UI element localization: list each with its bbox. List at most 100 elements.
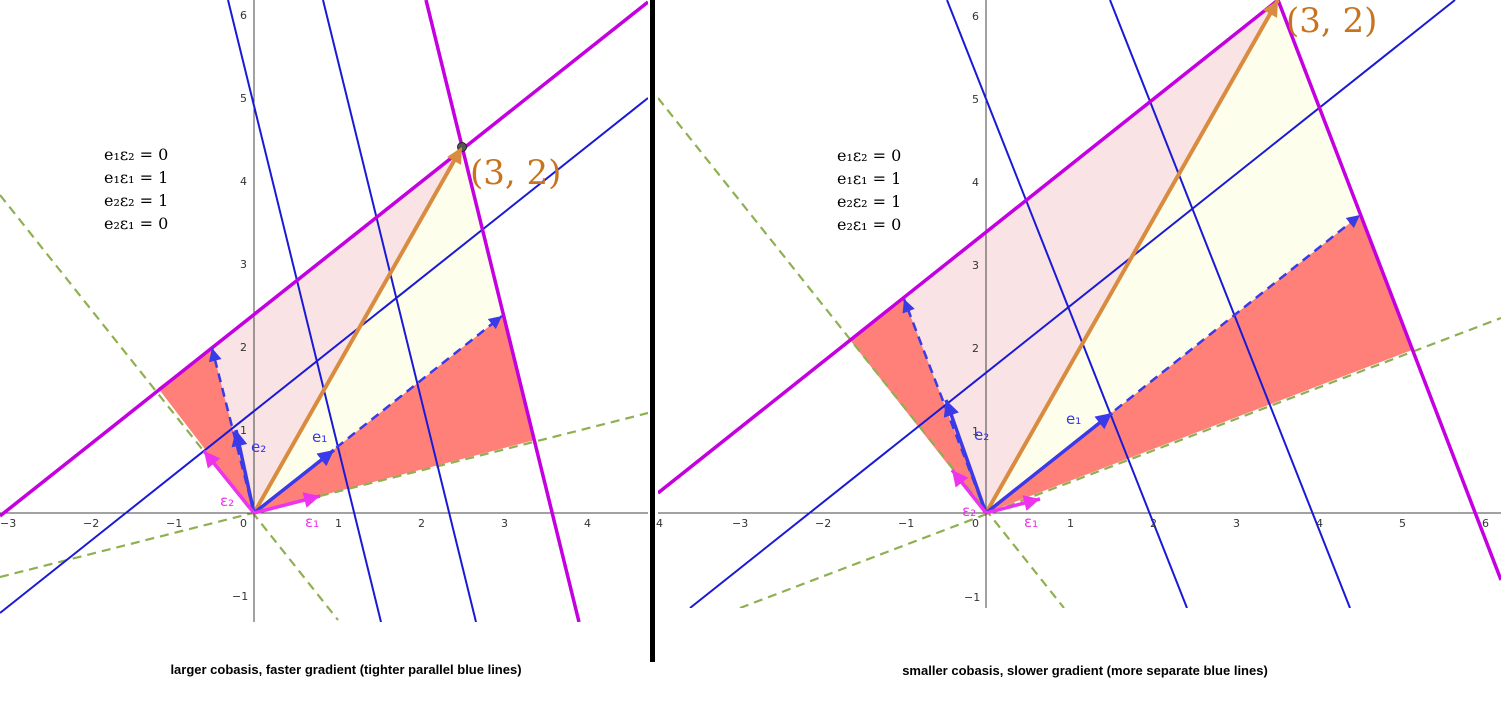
yellow-region	[986, 0, 1360, 513]
tick-label: 2	[240, 341, 247, 354]
panel-divider	[650, 0, 655, 662]
eps2-label: ε₂	[962, 502, 976, 520]
green-dashed-line	[0, 194, 339, 621]
right-caption: smaller cobasis, slower gradient (more s…	[902, 663, 1268, 678]
x-tick-labels: −3 −2 −1 0 1 2 3 4	[0, 517, 591, 530]
e2-dashed	[210, 347, 256, 514]
tick-label: 3	[501, 517, 508, 530]
relation-line: e₁ε₂ = 0	[837, 146, 901, 165]
arrowhead	[231, 430, 248, 448]
red-region-upper	[850, 299, 986, 513]
tick-label: 5	[972, 93, 979, 106]
tick-label: 2	[418, 517, 425, 530]
tick-label: 1	[335, 517, 342, 530]
relations-block: e₁ε₂ = 0 e₁ε₁ = 1 e₂ε₂ = 1 e₂ε₁ = 0	[837, 146, 901, 234]
arrowhead	[1094, 413, 1112, 430]
blue-level-line	[227, 0, 382, 622]
blue-level-line	[322, 0, 477, 622]
arrowhead	[1022, 495, 1040, 511]
tick-label: −2	[83, 517, 99, 530]
relation-line: e₁ε₁ = 1	[104, 168, 168, 187]
tick-label: 3	[240, 258, 247, 271]
magenta-line	[424, 0, 581, 622]
blue-level-line	[689, 0, 1456, 608]
tick-label: 5	[1399, 517, 1406, 530]
magenta-line	[658, 0, 1280, 495]
tick-label: 1	[1067, 517, 1074, 530]
green-dashed-line	[739, 316, 1501, 608]
x-tick-labels: 4 −3 −2 −1 0 1 2 3 4 5 6	[656, 517, 1489, 530]
tick-label: 6	[972, 10, 979, 23]
left-panel: −3 −2 −1 0 1 2 3 4 −1 1 2 3 4 5 6 e₁ε₂ =…	[0, 0, 648, 677]
eps1-label: ε₁	[1024, 513, 1038, 531]
tick-label: 4	[972, 176, 979, 189]
relations-block: e₁ε₂ = 0 e₁ε₁ = 1 e₂ε₂ = 1 e₂ε₁ = 0	[104, 145, 168, 233]
tick-label: −1	[964, 591, 980, 604]
e2-vector	[944, 399, 988, 514]
red-region-lower	[254, 316, 535, 513]
tick-label: 0	[972, 517, 979, 530]
tick-label: 5	[240, 92, 247, 105]
right-panel: 4 −3 −2 −1 0 1 2 3 4 5 6 −1 1 2 3 4 5 6 …	[656, 0, 1501, 678]
e1-label: e₁	[1066, 410, 1081, 428]
blue-level-line	[0, 97, 648, 614]
tick-label: 4	[584, 517, 591, 530]
relation-line: e₂ε₁ = 0	[104, 214, 168, 233]
eps2-label: ε₂	[220, 492, 234, 510]
tick-label: −3	[0, 517, 16, 530]
arrowhead	[316, 450, 334, 467]
relation-line: e₂ε₁ = 0	[837, 215, 901, 234]
relation-line: e₂ε₂ = 1	[837, 192, 901, 211]
point-label: (3, 2)	[1286, 1, 1377, 41]
arrowhead	[447, 147, 462, 165]
tick-label: 2	[1150, 517, 1157, 530]
magenta-line	[0, 0, 648, 518]
point-label: (3, 2)	[470, 153, 561, 193]
e2-label: e₂	[974, 426, 989, 444]
tick-label: 3	[972, 259, 979, 272]
left-caption: larger cobasis, faster gradient (tighter…	[170, 662, 521, 677]
arrowhead	[902, 299, 915, 314]
arrowhead	[302, 492, 320, 508]
y-tick-labels: −1 1 2 3 4 5 6	[232, 9, 248, 603]
relation-line: e₁ε₁ = 1	[837, 169, 901, 188]
arrowhead	[204, 451, 221, 469]
arrowhead	[487, 316, 502, 330]
tick-label: −2	[815, 517, 831, 530]
green-dashed-line	[0, 411, 648, 579]
magenta-line	[1276, 0, 1501, 581]
tick-label: 4	[656, 517, 663, 530]
tick-label: −1	[232, 590, 248, 603]
point-vector	[252, 146, 464, 514]
e2-label: e₂	[251, 438, 266, 456]
tick-label: 2	[972, 342, 979, 355]
e1-label: e₁	[312, 428, 327, 446]
tick-label: 6	[1482, 517, 1489, 530]
tick-label: 6	[240, 9, 247, 22]
tick-label: −1	[898, 517, 914, 530]
red-region-upper	[158, 348, 254, 513]
tick-label: 1	[240, 424, 247, 437]
arrowhead	[208, 348, 222, 363]
tick-label: 4	[240, 175, 247, 188]
yellow-region	[254, 147, 502, 513]
tick-label: 3	[1233, 517, 1240, 530]
tick-label: 1	[972, 425, 979, 438]
arrowhead	[1345, 215, 1360, 229]
red-region-lower	[986, 215, 1412, 513]
arrowhead	[952, 470, 969, 488]
tick-label: 4	[1316, 517, 1323, 530]
point-vector	[984, 0, 1280, 514]
relation-line: e₂ε₂ = 1	[104, 191, 168, 210]
eps1-label: ε₁	[305, 513, 319, 531]
relation-line: e₁ε₂ = 0	[104, 145, 168, 164]
e1-vector	[984, 411, 1114, 515]
y-tick-labels: −1 1 2 3 4 5 6	[964, 10, 980, 604]
tick-label: 0	[240, 517, 247, 530]
e1-vector	[252, 448, 336, 515]
green-dashed-line	[658, 97, 1065, 608]
arrowhead	[1263, 0, 1278, 18]
arrowhead	[943, 400, 959, 418]
blue-level-line	[946, 0, 1188, 608]
